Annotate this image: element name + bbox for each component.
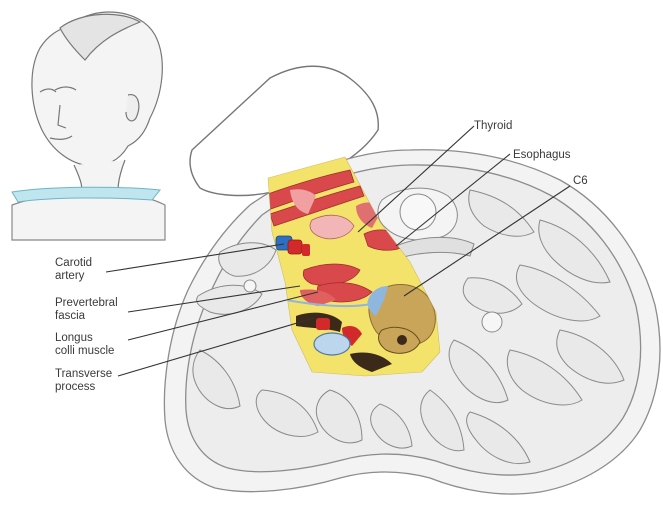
carotid-artery-shape — [288, 240, 302, 254]
label-transverse-line2: process — [55, 381, 112, 394]
label-carotid-line2: artery — [55, 270, 92, 283]
label-longus-line1: Longus — [55, 332, 114, 345]
label-prevertebral-line2: fascia — [55, 310, 118, 323]
label-carotid-artery: Carotid artery — [55, 257, 92, 283]
vertebral-artery — [316, 318, 330, 330]
label-prevertebral-line1: Prevertebral — [55, 297, 118, 310]
label-thyroid: Thyroid — [474, 120, 512, 133]
label-carotid-line1: Carotid — [55, 257, 92, 270]
nerve-root — [314, 333, 350, 355]
label-thyroid-text: Thyroid — [474, 120, 512, 133]
label-c6-text: C6 — [573, 175, 588, 188]
label-longus-colli: Longus colli muscle — [55, 332, 114, 358]
label-transverse-process: Transverse process — [55, 368, 112, 394]
label-transverse-line1: Transverse — [55, 368, 112, 381]
label-prevertebral-fascia: Prevertebral fascia — [55, 297, 118, 323]
label-esophagus: Esophagus — [513, 149, 571, 162]
label-c6: C6 — [573, 175, 588, 188]
head-profile-icon — [12, 12, 165, 240]
label-longus-line2: colli muscle — [55, 345, 114, 358]
label-esophagus-text: Esophagus — [513, 149, 571, 162]
